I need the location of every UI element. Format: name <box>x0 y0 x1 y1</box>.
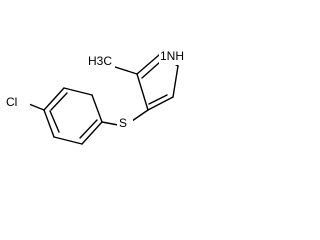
bond-c3-n2 <box>136 54 160 75</box>
thioether-linkage <box>101 109 149 126</box>
bond-s-pyrazole <box>131 109 149 122</box>
molecule-structure: Cl S H3C 1NH <box>4 47 197 145</box>
aromatic-bond-a <box>50 92 68 111</box>
bond-n1-c5 <box>172 65 179 98</box>
pyrazole-ring <box>136 54 179 111</box>
chlorophenyl-ring <box>28 87 103 145</box>
bond-aryl-s <box>101 121 119 126</box>
chlorine-label: Cl <box>6 95 17 109</box>
aromatic-bond-b <box>79 119 98 139</box>
double-bond-c5-c4 <box>148 94 168 105</box>
bond-c6-c1 <box>43 109 55 138</box>
bond-c1-c2 <box>43 87 65 111</box>
cl-label-mask <box>4 94 30 112</box>
double-bond-c3-n2 <box>141 61 161 79</box>
aromatic-bond-c <box>49 110 60 133</box>
bond-c2-c3 <box>63 87 93 96</box>
nitrogen-h-label: 1NH <box>160 49 184 63</box>
bond-c4-c5 <box>81 121 103 145</box>
bond-methyl-c3 <box>111 65 138 75</box>
sulfur-label: S <box>119 116 127 130</box>
bond-c4-c3 <box>136 73 149 111</box>
methyl-label-mask <box>87 53 115 71</box>
nh-label-mask <box>159 47 197 65</box>
bond-c5-c6 <box>53 136 83 145</box>
bond-c3-c4 <box>91 94 103 123</box>
bond-c5-c4 <box>147 96 174 111</box>
methyl-label: H3C <box>88 54 112 68</box>
bond-cl-c1 <box>28 103 45 111</box>
s-label-mask <box>117 115 133 133</box>
